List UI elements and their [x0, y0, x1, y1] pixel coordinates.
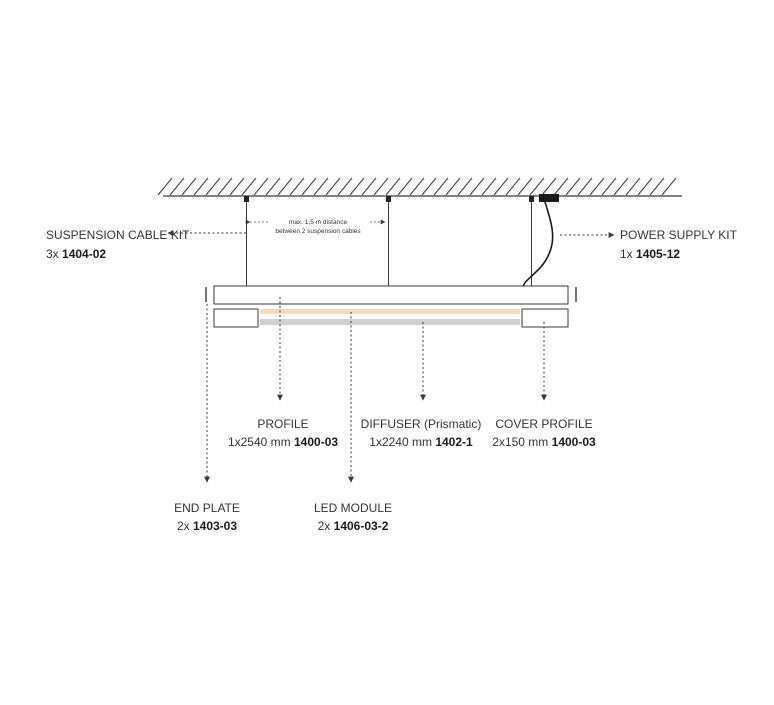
distance-note-line1: max. 1,5 m distance [289, 219, 348, 226]
hatch-line [373, 177, 389, 196]
hatch-line [193, 177, 209, 196]
cable-mount-right [529, 196, 534, 202]
cable-mount-left [244, 196, 249, 202]
hatch-line [361, 177, 377, 196]
power-supply-kit-qty-code: 1x 1405-12 [620, 247, 680, 261]
hatch-line [493, 177, 509, 196]
hatch-line [445, 177, 461, 196]
power-supply-kit-name: POWER SUPPLY KIT [620, 228, 738, 242]
hatch-line [421, 177, 437, 196]
diffuser-qty-code: 1x2240 mm 1402-1 [369, 435, 473, 449]
hatch-line [349, 177, 365, 196]
power-supply [522, 194, 559, 288]
hatch-line [589, 177, 605, 196]
hatch-line [217, 177, 233, 196]
distance-dimension: max. 1,5 m distance between 2 suspension… [245, 215, 386, 235]
hatch-line [409, 177, 425, 196]
ceiling [157, 177, 682, 197]
label-end-plate: END PLATE 2x 1403-03 [174, 501, 240, 533]
led-module-qty-code: 2x 1406-03-2 [318, 519, 389, 533]
profile-body [213, 285, 569, 305]
hatch-line [265, 177, 281, 196]
hatch-line [457, 177, 473, 196]
cable-mount-middle [386, 196, 391, 202]
suspension-cable-kit-qty-code: 3x 1404-02 [46, 247, 106, 261]
led-module-name: LED MODULE [314, 501, 392, 515]
hatch-line [625, 177, 641, 196]
suspension-cables [244, 196, 534, 287]
hatch-line [385, 177, 401, 196]
end-plate-name: END PLATE [174, 501, 240, 515]
hatch-line [637, 177, 653, 196]
hatch-line [181, 177, 197, 196]
hatch-line [205, 177, 221, 196]
hatch-line [613, 177, 629, 196]
hatch-line [301, 177, 317, 196]
hatch-line [397, 177, 413, 196]
label-diffuser: DIFFUSER (Prismatic) 1x2240 mm 1402-1 [361, 417, 482, 449]
cover-profile-right [521, 308, 569, 328]
hatch-line [541, 177, 557, 196]
distance-note-line2: between 2 suspension cables [275, 228, 361, 235]
hatch-line [661, 177, 677, 196]
hatch-line [601, 177, 617, 196]
hatch-line [337, 177, 353, 196]
label-power-supply-kit: POWER SUPPLY KIT 1x 1405-12 [620, 228, 738, 261]
hatch-line [577, 177, 593, 196]
hatch-line [433, 177, 449, 196]
hatch-line [289, 177, 305, 196]
hatch-line [325, 177, 341, 196]
led-module-strip [260, 309, 520, 314]
profile-name: PROFILE [257, 417, 308, 431]
hatch-line [517, 177, 533, 196]
hatch-line [157, 177, 173, 196]
hatch-line [505, 177, 521, 196]
ceiling-hatching [157, 177, 677, 196]
suspension-cable-kit-name: SUSPENSION CABLE KIT [46, 228, 190, 242]
cover-profile-qty-code: 2x150 mm 1400-03 [492, 435, 596, 449]
lower-assembly [213, 308, 569, 328]
power-cable [522, 201, 554, 288]
label-led-module: LED MODULE 2x 1406-03-2 [314, 501, 392, 533]
diffuser-strip [260, 319, 520, 325]
cover-profile-left [213, 308, 259, 328]
cover-profile-name: COVER PROFILE [495, 417, 592, 431]
hatch-line [481, 177, 497, 196]
label-suspension-cable-kit: SUSPENSION CABLE KIT 3x 1404-02 [46, 228, 190, 261]
hatch-line [241, 177, 257, 196]
hatch-line [649, 177, 665, 196]
label-cover-profile: COVER PROFILE 2x150 mm 1400-03 [492, 417, 596, 449]
hatch-line [253, 177, 269, 196]
hatch-line [313, 177, 329, 196]
diffuser-name: DIFFUSER (Prismatic) [361, 417, 482, 431]
label-profile: PROFILE 1x2540 mm 1400-03 [228, 417, 338, 449]
hatch-line [553, 177, 569, 196]
hatch-line [169, 177, 185, 196]
distance-note-bg [268, 215, 368, 235]
end-plate-qty-code: 2x 1403-03 [177, 519, 237, 533]
hatch-line [469, 177, 485, 196]
profile-qty-code: 1x2540 mm 1400-03 [228, 435, 338, 449]
power-supply-canopy [539, 194, 559, 202]
leader-lines [167, 230, 615, 483]
hatch-line [229, 177, 245, 196]
hatch-line [277, 177, 293, 196]
hatch-line [529, 177, 545, 196]
hatch-line [565, 177, 581, 196]
